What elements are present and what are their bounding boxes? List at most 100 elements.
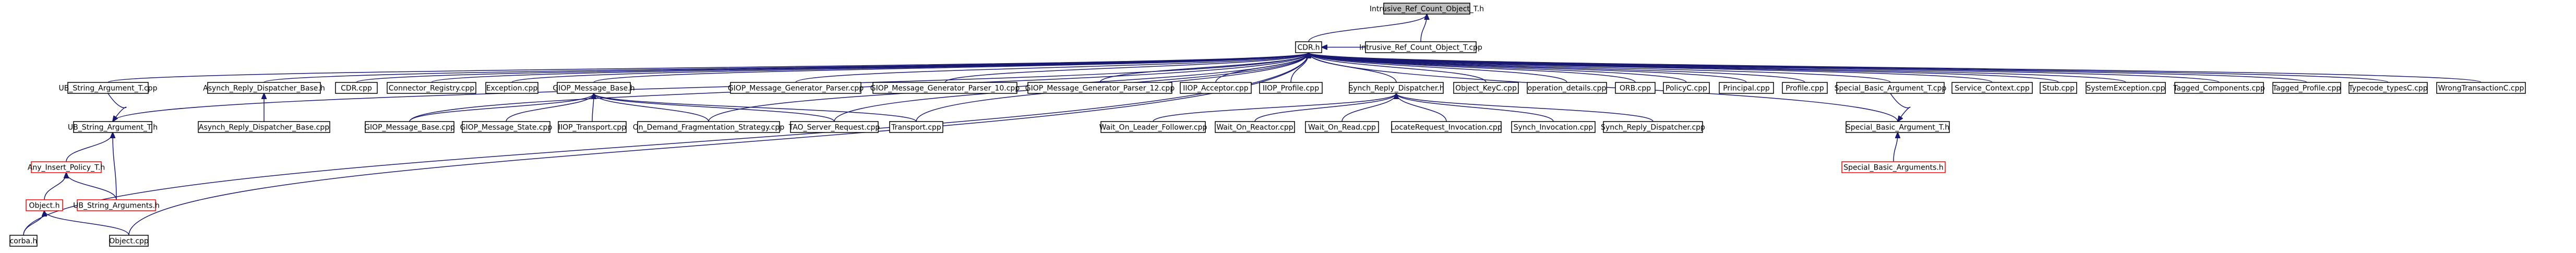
node-box-ard_cpp bbox=[198, 121, 330, 133]
node-label-sysexc: SystemException.cpp bbox=[2086, 85, 2165, 93]
node-cdr_cpp[interactable]: CDR.cpp bbox=[335, 82, 378, 94]
node-label-cpp_self: Intrusive_Ref_Count_Object_T.cpp bbox=[1359, 44, 1482, 52]
edge-cpp_self-to-root bbox=[1420, 14, 1427, 42]
node-tagged_prof[interactable]: Tagged_Profile.cpp bbox=[2272, 82, 2341, 94]
edge-wrongtx-to-cdr bbox=[1309, 53, 2482, 83]
node-label-giop_ms: GIOP_Message_State.cpp bbox=[460, 124, 553, 132]
node-sbat_cpp[interactable]: Special_Basic_Argument_T.cpp bbox=[1835, 82, 1947, 94]
node-odfs[interactable]: On_Demand_Fragmentation_Strategy.cpp bbox=[633, 121, 785, 133]
node-label-tagged_comp: Tagged_Components.cpp bbox=[2173, 85, 2265, 93]
node-label-sbat_cpp: Special_Basic_Argument_T.cpp bbox=[1835, 85, 1947, 93]
node-box-giop_gp12 bbox=[1027, 82, 1172, 94]
node-obj_cpp[interactable]: Object.cpp bbox=[109, 235, 149, 247]
node-ub_args[interactable]: UB_String_Arguments.h bbox=[73, 199, 160, 211]
node-iiop_prof[interactable]: IIOP_Profile.cpp bbox=[1259, 82, 1323, 94]
node-svc_ctx[interactable]: Service_Context.cpp bbox=[1951, 82, 2033, 94]
node-cpp_self[interactable]: Intrusive_Ref_Count_Object_T.cpp bbox=[1359, 41, 1482, 53]
node-objkey[interactable]: Object_KeyC.cpp bbox=[1453, 82, 1519, 94]
node-label-policyc: PolicyC.cpp bbox=[1666, 85, 1707, 93]
node-ub_sa[interactable]: UB_String_Argument_T.h bbox=[68, 121, 158, 133]
node-wor[interactable]: Wait_On_Reactor.cpp bbox=[1215, 121, 1295, 133]
node-label-profile: Profile.cpp bbox=[1786, 85, 1824, 93]
node-box-iiop_prof bbox=[1259, 82, 1323, 94]
node-exception[interactable]: Exception.cpp bbox=[485, 82, 538, 94]
node-giop_gp10[interactable]: GIOP_Message_Generator_Parser_10.cpp bbox=[870, 82, 1020, 94]
node-wrongtx[interactable]: WrongTransactionC.cpp bbox=[2436, 82, 2526, 94]
node-policyc[interactable]: PolicyC.cpp bbox=[1663, 82, 1710, 94]
node-transport[interactable]: Transport.cpp bbox=[889, 121, 943, 133]
edge-giop_mb_cpp-to-giop_mb bbox=[409, 93, 594, 122]
node-box-orb bbox=[1615, 82, 1656, 94]
node-box-giop_ms bbox=[462, 121, 550, 133]
node-giop_gp[interactable]: GIOP_Message_Generator_Parser.cpp bbox=[728, 82, 864, 94]
node-typecode[interactable]: Typecode_typesC.cpp bbox=[2348, 82, 2428, 94]
node-label-iiop_prof: IIOP_Profile.cpp bbox=[1263, 85, 1319, 93]
edge-sbat_cpp-to-cdr bbox=[1309, 53, 1891, 83]
node-lri[interactable]: LocateRequest_Invocation.cpp bbox=[1391, 121, 1502, 133]
node-box-iiop_acc bbox=[1180, 82, 1252, 94]
node-label-sba_h: Special_Basic_Arguments.h bbox=[1843, 164, 1944, 172]
node-stub[interactable]: Stub.cpp bbox=[2040, 82, 2077, 94]
node-label-tao_sr: TAO_Server_Request.cpp bbox=[788, 124, 880, 132]
edge-sba_h-to-sbat_h bbox=[1893, 132, 1898, 162]
edge-transport-to-giop_mb bbox=[594, 93, 917, 122]
node-box-worr bbox=[1305, 121, 1379, 133]
node-iiop_tr[interactable]: IIOP_Transport.cpp bbox=[558, 121, 627, 133]
node-label-principal: Principal.cpp bbox=[1723, 85, 1770, 93]
node-tagged_comp[interactable]: Tagged_Components.cpp bbox=[2173, 82, 2265, 94]
node-box-lri bbox=[1391, 121, 1502, 133]
edge-ub_sat-to-ub_sa bbox=[107, 93, 127, 122]
node-tao_sr[interactable]: TAO_Server_Request.cpp bbox=[788, 121, 880, 133]
node-label-giop_gp10: GIOP_Message_Generator_Parser_10.cpp bbox=[870, 85, 1020, 93]
node-label-ub_sat: UB_String_Argument_T.cpp bbox=[59, 85, 158, 93]
node-box-exception bbox=[485, 82, 538, 94]
node-giop_ms[interactable]: GIOP_Message_State.cpp bbox=[460, 121, 553, 133]
node-ard[interactable]: Asynch_Reply_Dispatcher_Base.h bbox=[203, 82, 325, 94]
edge-iiop_tr-to-giop_mb bbox=[592, 93, 594, 122]
node-label-ub_args: UB_String_Arguments.h bbox=[73, 202, 160, 210]
node-box-objkey bbox=[1453, 82, 1519, 94]
node-box-giop_gp bbox=[730, 82, 861, 94]
edge-opdet-to-cdr bbox=[1309, 53, 1567, 83]
node-box-opdet bbox=[1527, 82, 1607, 94]
node-si[interactable]: Synch_Invocation.cpp bbox=[1511, 121, 1596, 133]
node-worr[interactable]: Wait_On_Read.cpp bbox=[1305, 121, 1379, 133]
node-box-tao_sr bbox=[790, 121, 879, 133]
node-aip[interactable]: Any_Insert_Policy_T.h bbox=[28, 161, 105, 173]
node-box-conn_reg bbox=[387, 82, 476, 94]
edge-orb-to-cdr bbox=[1309, 53, 1636, 83]
edge-obj_cpp-to-cdr bbox=[128, 53, 1309, 236]
node-sba_h[interactable]: Special_Basic_Arguments.h bbox=[1841, 161, 1946, 173]
node-srd[interactable]: Synch_Reply_Dispatcher.h bbox=[1348, 82, 1444, 94]
node-conn_reg[interactable]: Connector_Registry.cpp bbox=[387, 82, 476, 94]
node-label-corba: corba.h bbox=[10, 237, 38, 246]
edge-profile-to-cdr bbox=[1309, 53, 1805, 83]
node-sbat_h[interactable]: Special_Basic_Argument_T.h bbox=[1846, 121, 1950, 133]
node-iiop_acc[interactable]: IIOP_Acceptor.cpp bbox=[1180, 82, 1252, 94]
node-srd_cpp[interactable]: Synch_Reply_Dispatcher.cpp bbox=[1601, 121, 1705, 133]
node-profile[interactable]: Profile.cpp bbox=[1782, 82, 1828, 94]
node-label-orb: ORB.cpp bbox=[1620, 85, 1651, 93]
node-label-giop_mb_cpp: GIOP_Message_Base.cpp bbox=[364, 124, 455, 132]
edge-conn_reg-to-cdr bbox=[431, 53, 1309, 83]
node-giop_mb[interactable]: GIOP_Message_Base.h bbox=[553, 82, 635, 94]
node-ub_sat[interactable]: UB_String_Argument_T.cpp bbox=[59, 82, 158, 94]
node-label-iiop_tr: IIOP_Transport.cpp bbox=[558, 124, 626, 132]
node-label-odfs: On_Demand_Fragmentation_Strategy.cpp bbox=[633, 124, 785, 132]
node-corba[interactable]: corba.h bbox=[9, 235, 38, 247]
node-wolf[interactable]: Wait_On_Leader_Follower.cpp bbox=[1099, 121, 1207, 133]
node-box-profile bbox=[1782, 82, 1828, 94]
node-giop_gp12[interactable]: GIOP_Message_Generator_Parser_12.cpp bbox=[1025, 82, 1175, 94]
node-ard_cpp[interactable]: Asynch_Reply_Dispatcher_Base.cpp bbox=[198, 121, 330, 133]
node-box-obj_h bbox=[26, 199, 63, 211]
edge-corba-to-obj_h bbox=[23, 211, 44, 236]
node-label-tagged_prof: Tagged_Profile.cpp bbox=[2272, 85, 2341, 93]
node-label-stub: Stub.cpp bbox=[2042, 85, 2075, 93]
node-orb[interactable]: ORB.cpp bbox=[1615, 82, 1656, 94]
node-principal[interactable]: Principal.cpp bbox=[1719, 82, 1774, 94]
node-obj_h[interactable]: Object.h bbox=[26, 199, 63, 211]
node-giop_mb_cpp[interactable]: GIOP_Message_Base.cpp bbox=[364, 121, 455, 133]
node-cdr[interactable]: CDR.h bbox=[1295, 41, 1322, 53]
node-sysexc[interactable]: SystemException.cpp bbox=[2086, 82, 2166, 94]
node-opdet[interactable]: operation_details.cpp bbox=[1527, 82, 1607, 94]
